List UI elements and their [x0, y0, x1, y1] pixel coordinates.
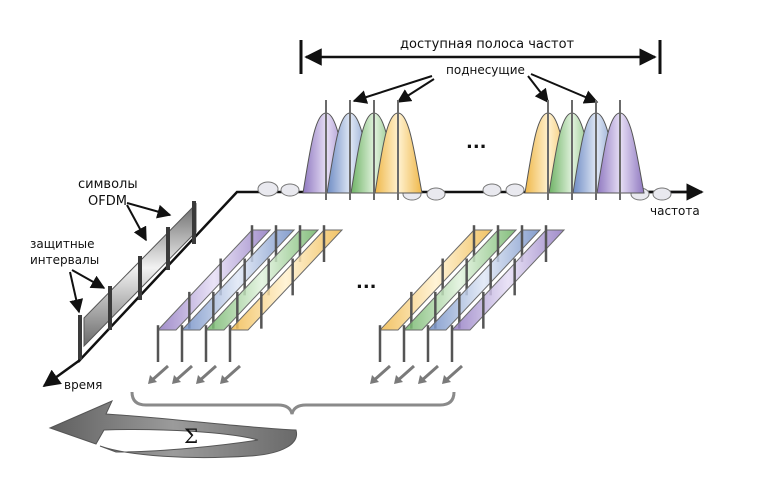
stream-output-arrowhead — [370, 375, 379, 384]
stream-output-arrowhead — [172, 375, 181, 384]
stream-output-arrowhead — [418, 375, 427, 384]
subcarriers-label: поднесущие — [446, 63, 525, 77]
guard-intervals-label: защитные — [30, 237, 95, 251]
stream-output-arrowhead — [148, 375, 157, 384]
symbols-label-ofdm: OFDM — [88, 194, 127, 209]
guard-intervals-label-2: интервалы — [30, 253, 100, 267]
subcarrier-pointer-arrows — [352, 73, 599, 104]
time-label: время — [64, 378, 103, 392]
frequency-label: частота — [650, 204, 700, 218]
symbol-label-arrows — [69, 202, 172, 314]
ofdm-symbol-bar — [78, 201, 197, 360]
bandwidth-bracket — [299, 40, 662, 74]
sum-sweep-arrow — [48, 400, 298, 459]
time-axis — [42, 358, 81, 388]
sum-symbol: Σ — [184, 424, 199, 448]
ellipsis-middle: ... — [356, 272, 377, 293]
stream-output-arrowhead — [220, 375, 229, 384]
ellipsis-top: ... — [466, 132, 487, 153]
stream-output-arrowhead — [394, 375, 403, 384]
subcarrier-group-left — [302, 100, 423, 200]
stream-output-arrowhead — [196, 375, 205, 384]
frequency-axis — [77, 183, 704, 363]
stream-output-arrowhead — [442, 375, 451, 384]
symbols-label: символы — [78, 177, 138, 192]
subcarrier-group-right — [524, 100, 645, 200]
subcarrier-streams — [148, 225, 566, 384]
bandwidth-label: доступная полоса частот — [400, 37, 575, 52]
sum-bracket — [130, 391, 456, 415]
